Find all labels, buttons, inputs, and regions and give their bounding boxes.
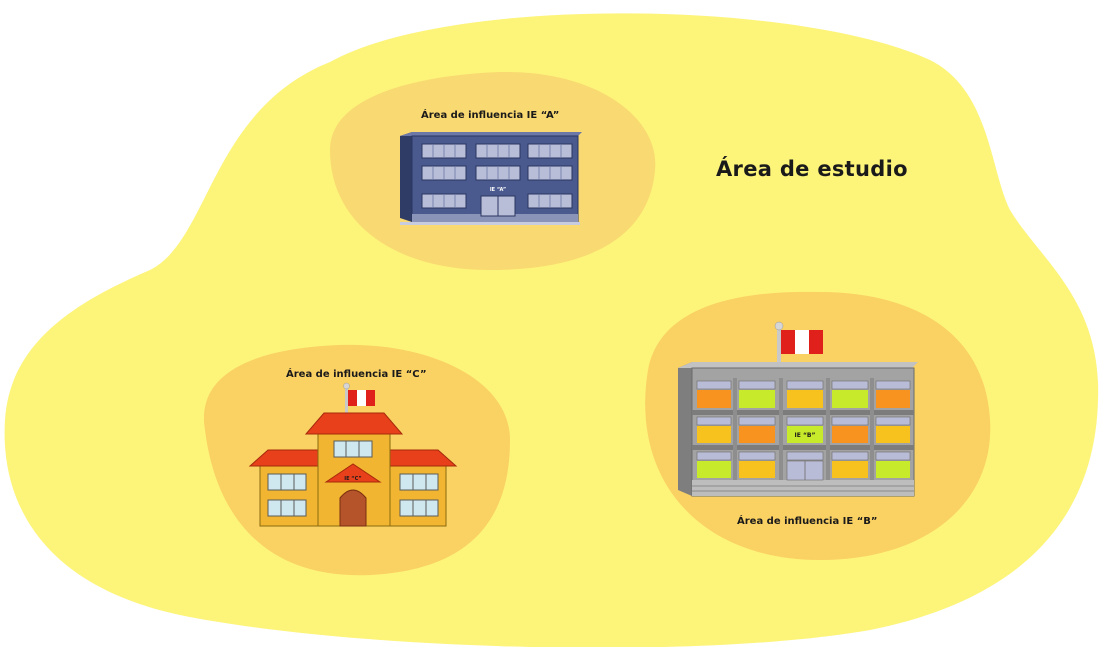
- peru-flag-icon: [781, 330, 823, 354]
- building-c-tag: IE “C”: [344, 476, 361, 482]
- peru-flag-icon: [348, 390, 375, 406]
- influence-area-a-label: Área de influencia IE “A”: [421, 110, 560, 121]
- colonial-school-with-flag-icon: IE “C”: [248, 382, 458, 527]
- influence-area-c-label: Área de influencia IE “C”: [286, 369, 427, 380]
- office-building-icon: IE “A”: [400, 132, 582, 225]
- influence-area-b-label: Área de influencia IE “B”: [737, 516, 878, 527]
- school-building-with-flag-icon: IE “B”: [678, 321, 918, 497]
- building-b-tag: IE “B”: [795, 432, 816, 439]
- study-area-label: Área de estudio: [716, 157, 908, 181]
- building-a-tag: IE “A”: [490, 187, 506, 193]
